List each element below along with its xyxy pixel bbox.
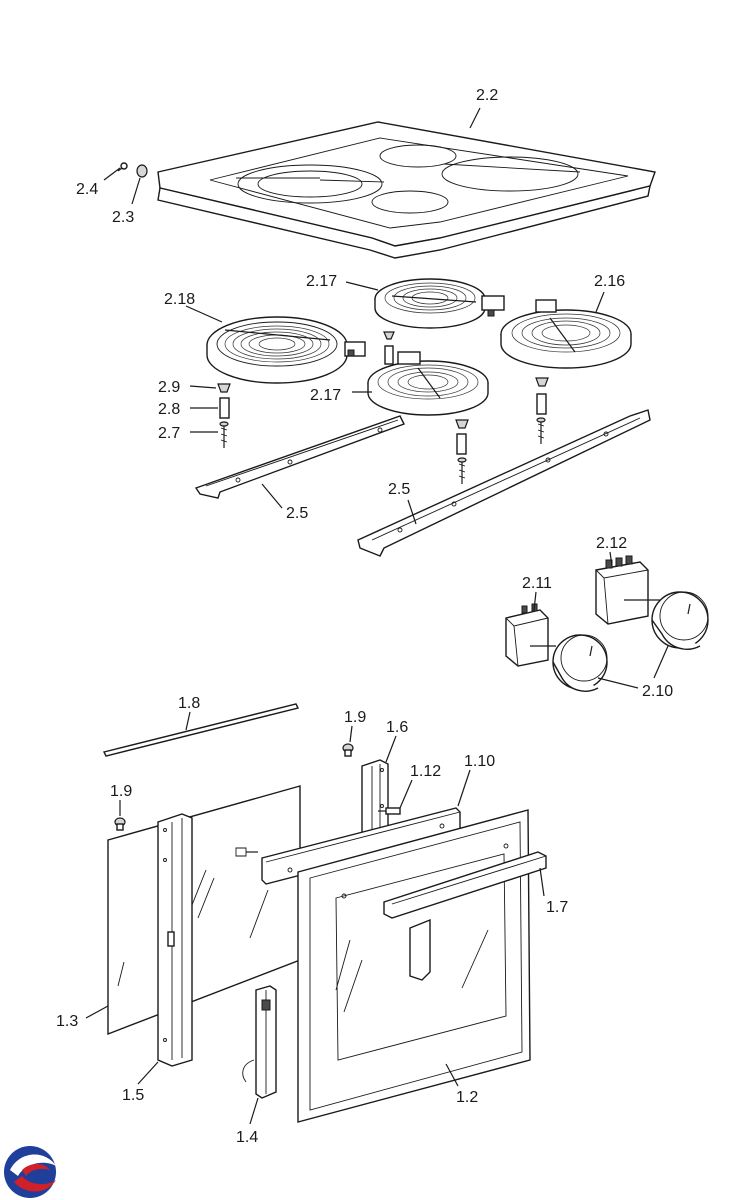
screw-1-12 [235,807,401,857]
hotplate-2-16 [500,299,632,369]
screw-2-4 [117,162,128,172]
control-knob-2-10-front [552,634,608,692]
leader-lines [85,107,669,1125]
door-handle-1-7 [383,851,547,919]
label-1-10: 1.10 [464,753,495,770]
hotplate-2-17-front [367,351,489,416]
label-2-17-front: 2.17 [310,387,341,404]
screw-1-9-left [114,817,126,831]
energy-regulator-2-11 [505,603,556,667]
support-screw-set [217,331,549,484]
door-hinge-1-4 [242,985,277,1099]
label-1-9-left: 1.9 [110,783,132,800]
label-1-4: 1.4 [236,1129,258,1146]
control-knob-2-10-rear [651,591,709,650]
label-2-17-rear: 2.17 [306,273,337,290]
label-2-10: 2.10 [642,683,673,700]
label-1-3: 1.3 [56,1013,78,1030]
label-2-2: 2.2 [476,87,498,104]
label-2-16: 2.16 [594,273,625,290]
label-2-5-left: 2.5 [286,505,308,522]
energy-regulator-2-12 [595,555,660,625]
label-1-6: 1.6 [386,719,408,736]
label-2-11: 2.11 [522,575,552,592]
label-1-2: 1.2 [456,1089,478,1106]
label-2-4: 2.4 [76,181,98,198]
support-rail-2-5-right [357,409,651,557]
label-1-5: 1.5 [122,1087,144,1104]
hotplate-2-17-rear [374,278,505,329]
seal-strip-1-8 [102,703,300,757]
label-2-3: 2.3 [112,209,134,226]
hob-top-panel [157,121,656,259]
clip-2-3 [136,164,148,178]
brand-logo [4,1146,56,1198]
label-2-9: 2.9 [158,379,180,396]
door-side-frame-1-5 [157,813,193,1067]
label-2-12: 2.12 [596,535,627,552]
label-2-7: 2.7 [158,425,180,442]
label-1-12: 1.12 [410,763,441,780]
hotplate-2-18 [206,316,366,384]
screw-1-9-right [342,743,354,757]
label-1-9-right: 1.9 [344,709,366,726]
label-1-7: 1.7 [546,899,568,916]
label-1-8: 1.8 [178,695,200,712]
label-2-5-right: 2.5 [388,481,410,498]
label-2-18: 2.18 [164,291,195,308]
support-rail-2-5-left [194,415,405,499]
label-2-8: 2.8 [158,401,180,418]
